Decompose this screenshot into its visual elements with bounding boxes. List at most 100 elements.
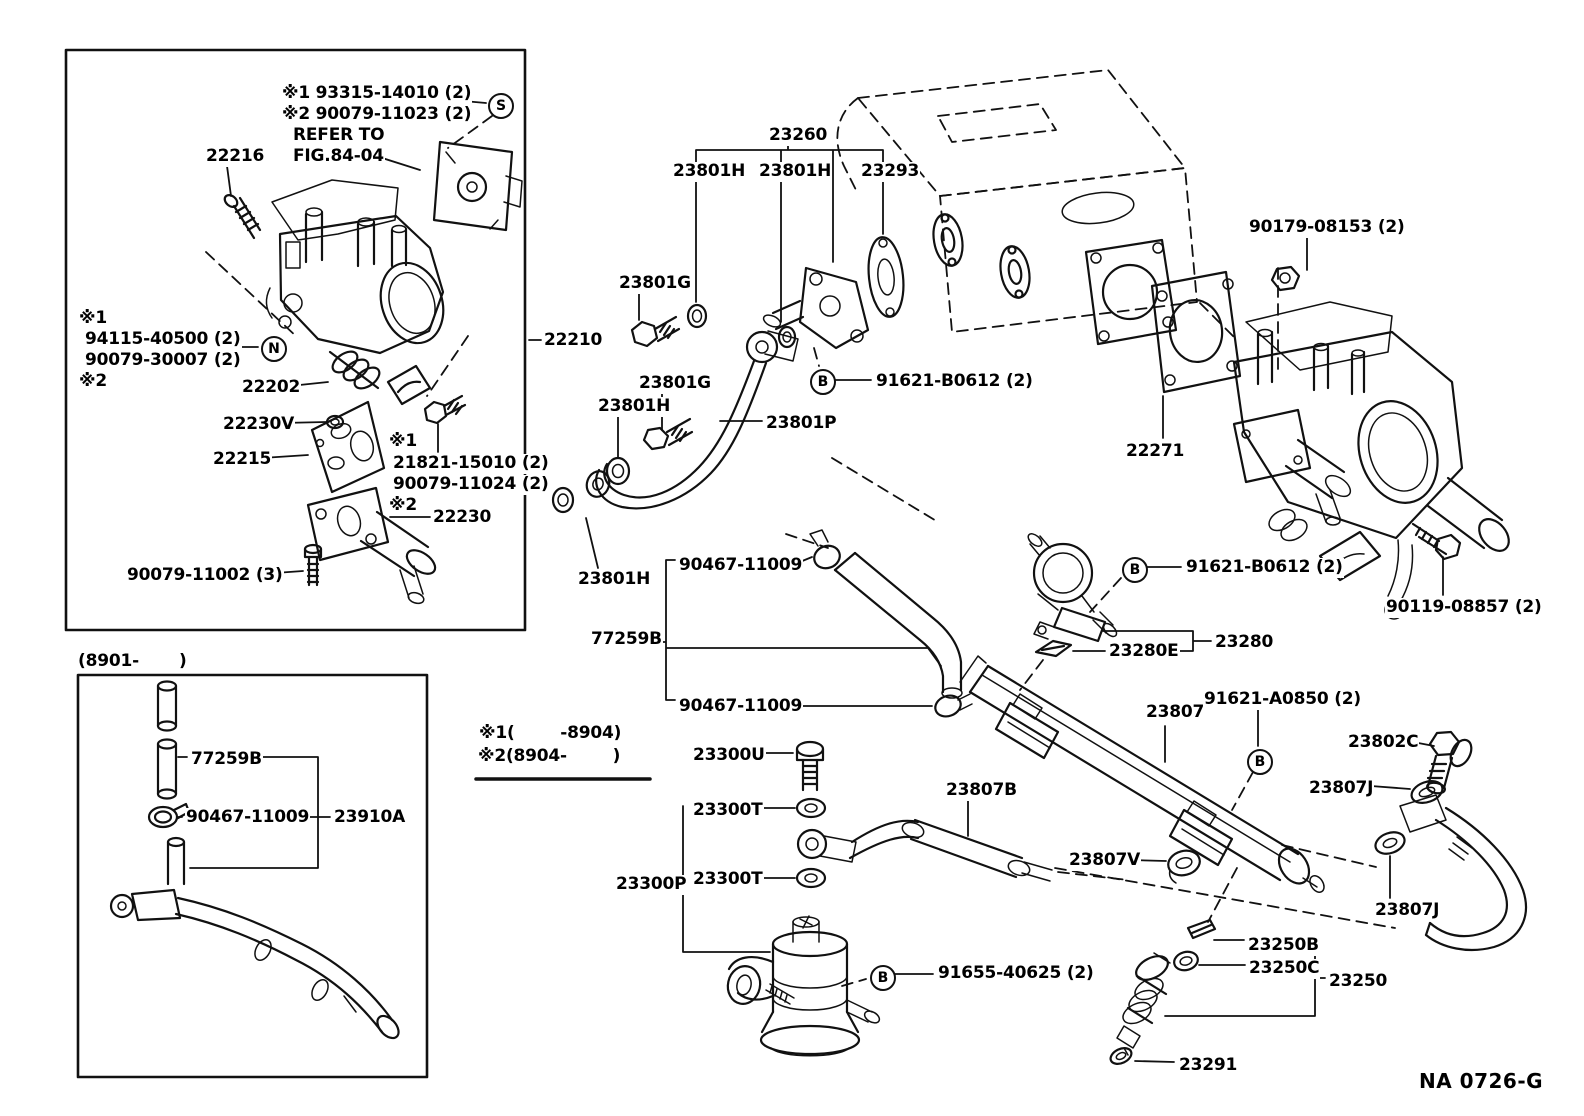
part-label-90079-30007: 90079-30007 (2) [84,350,242,371]
note-tps-line4: FIG.84-04 [292,146,385,167]
isc-valve-22230-drawing [306,486,437,605]
throttle-body-left-drawing [265,179,445,355]
part-label-23280: 23280 [1214,632,1275,653]
clamp-90467-bottom-drawing [934,693,973,718]
part-label-22215: 22215 [212,449,273,470]
part-label-90079-11002: 90079-11002 (3) [126,565,284,586]
symbol-b-badge-2: B [870,965,896,991]
part-label-23300p: 23300P [615,874,688,895]
ring-23250c-drawing [1173,950,1199,972]
inset-pipe-box [76,673,429,1079]
bracket-23260-lines [695,142,884,323]
center-dashed-lines [785,347,939,549]
part-label-22216: 22216 [205,146,266,167]
part-label-22210: 22210 [543,330,604,351]
figure-code: NA 0726-G [1418,1069,1545,1093]
ring-23807j-1-drawing [1410,780,1444,804]
damper-23807b-drawing [796,818,1053,882]
part-label-91621-a0850: 91621-A0850 (2) [1203,689,1362,710]
part-label-23291: 23291 [1178,1055,1239,1076]
part-label-21821: 21821-15010 (2) [392,453,550,474]
pump-dashed-lines [841,978,867,987]
part-label-23260: 23260 [768,125,829,146]
pressure-regulator-23280-drawing [1027,533,1118,643]
part-label-23807: 23807 [1145,702,1206,723]
part-label-23802c: 23802C [1347,732,1420,753]
cold-start-injector-drawing [762,266,870,350]
tps-sensor-drawing [432,140,523,232]
grommet-23807v-drawing [1167,849,1201,884]
part-label-94115: 94115-40500 (2) [84,329,242,350]
part-label-23801p: 23801P [765,413,838,434]
symbol-n-badge: N [261,336,287,362]
intake-manifold-drawing [836,69,1198,346]
part-label-23300u: 23300U [692,745,766,766]
washer-23801h-1-drawing [686,303,708,329]
gasket-22215-drawing [310,400,386,494]
bolt-23801g-1-drawing [630,315,681,348]
part-label-23910a: 23910A [333,807,407,828]
part-label-23801g-1: 23801G [618,273,692,294]
bolt-21821-drawing [423,394,467,425]
part-label-90179: 90179-08153 (2) [1248,217,1406,238]
part-label-23280e: 23280E [1108,641,1180,662]
banjo-bolt-23300u-drawing [795,740,825,792]
part-label-91621-b0612-1: 91621-B0612 (2) [875,371,1034,392]
washer-23300t-1-drawing [795,797,827,819]
washer-23801h-3-drawing [605,456,631,486]
note-injector-star1: ※1 [78,308,108,329]
part-label-77259b-1: 77259B [190,749,263,770]
bolt-90079-11002-drawing [303,543,323,587]
part-label-22230: 22230 [432,507,493,528]
part-label-23250: 23250 [1328,971,1389,992]
fuel-hose-right-drawing [1399,794,1528,951]
bolt-23801g-2-drawing [642,417,694,451]
part-label-22202: 22202 [241,377,302,398]
note-tps-line1: ※1 93315-14010 (2) [281,83,473,104]
clamp-90467-top-drawing [809,529,841,570]
part-label-23801h-2: 23801H [758,161,833,182]
clip-23250b-drawing [1186,918,1217,940]
part-label-90467-2: 90467-11009 [678,555,804,576]
symbol-s-badge: S [488,93,514,119]
injector-23250-drawing [1116,952,1171,1056]
note-screw-star2: ※2 [388,495,418,516]
note-injector-star2: ※2 [78,371,108,392]
part-label-90467-1: 90467-11009 [185,807,311,828]
gasket-23293-drawing [867,236,905,318]
part-label-91655: 91655-40625 (2) [937,963,1095,984]
inset-throttle-box [64,48,527,632]
gasket-22271-drawing [1150,270,1242,394]
part-label-23300t-1: 23300T [692,800,764,821]
part-label-23807j-2: 23807J [1374,900,1441,921]
grommet-23291-drawing [1109,1047,1133,1065]
fuel-pump-drawing [726,915,881,1057]
part-label-23801h-3: 23801H [597,396,672,417]
part-label-23250b: 23250B [1247,935,1320,956]
bracket-77259b-lines [653,556,942,707]
part-label-90467-3: 90467-11009 [678,696,804,717]
part-label-23801g-2: 23801G [638,373,712,394]
note-tps-line3: REFER TO [292,125,386,146]
part-label-91621-b0612-2: 91621-B0612 (2) [1185,557,1344,578]
throttle-shaft-22202-drawing [328,350,432,406]
inset-b-leader-lines [177,756,331,869]
note-date-8901: (8901- ) [77,651,188,672]
fitting-23802c-drawing [1426,730,1473,795]
part-label-23807v: 23807V [1068,850,1142,871]
symbol-b-badge-4: B [1247,749,1273,775]
note-app-line2: ※2(8904- ) [477,746,622,767]
ring-23807j-2-drawing [1374,831,1406,855]
part-label-23801h-4: 23801H [577,569,652,590]
note-app-line1: ※1( -8904) [478,723,623,744]
bracket-23300p-lines [662,752,969,975]
right-dashed-lines [1019,267,1396,929]
note-tps-line2: ※2 90079-11023 (2) [281,104,473,125]
inset-a-dashed-lines [205,115,493,397]
part-label-90079-11024: 90079-11024 (2) [392,474,550,495]
washer-23300t-2-drawing [795,867,827,889]
part-label-77259b-2: 77259B [590,629,663,650]
screw-22216-drawing [223,193,262,240]
